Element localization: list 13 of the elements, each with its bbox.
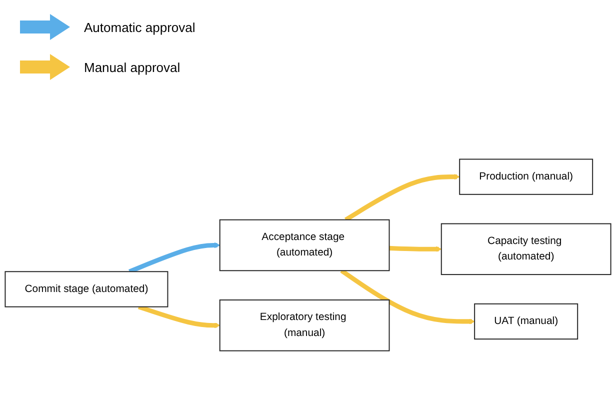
- node-box: Exploratory testing (manual): [219, 299, 390, 352]
- node-box: Acceptance stage (automated): [219, 219, 390, 272]
- arrow: [344, 174, 460, 222]
- node-box: UAT (manual): [474, 303, 578, 340]
- node-box: Capacity testing (automated): [440, 223, 612, 276]
- arrow: [340, 268, 475, 324]
- arrow: [128, 242, 220, 274]
- legend-label: Automatic approval: [84, 20, 196, 34]
- arrow: [389, 246, 442, 252]
- node-box: Commit stage (automated): [4, 271, 168, 308]
- legend-label: Manual approval: [84, 60, 180, 74]
- arrow: [138, 304, 220, 328]
- node-box: Production (manual): [459, 158, 594, 195]
